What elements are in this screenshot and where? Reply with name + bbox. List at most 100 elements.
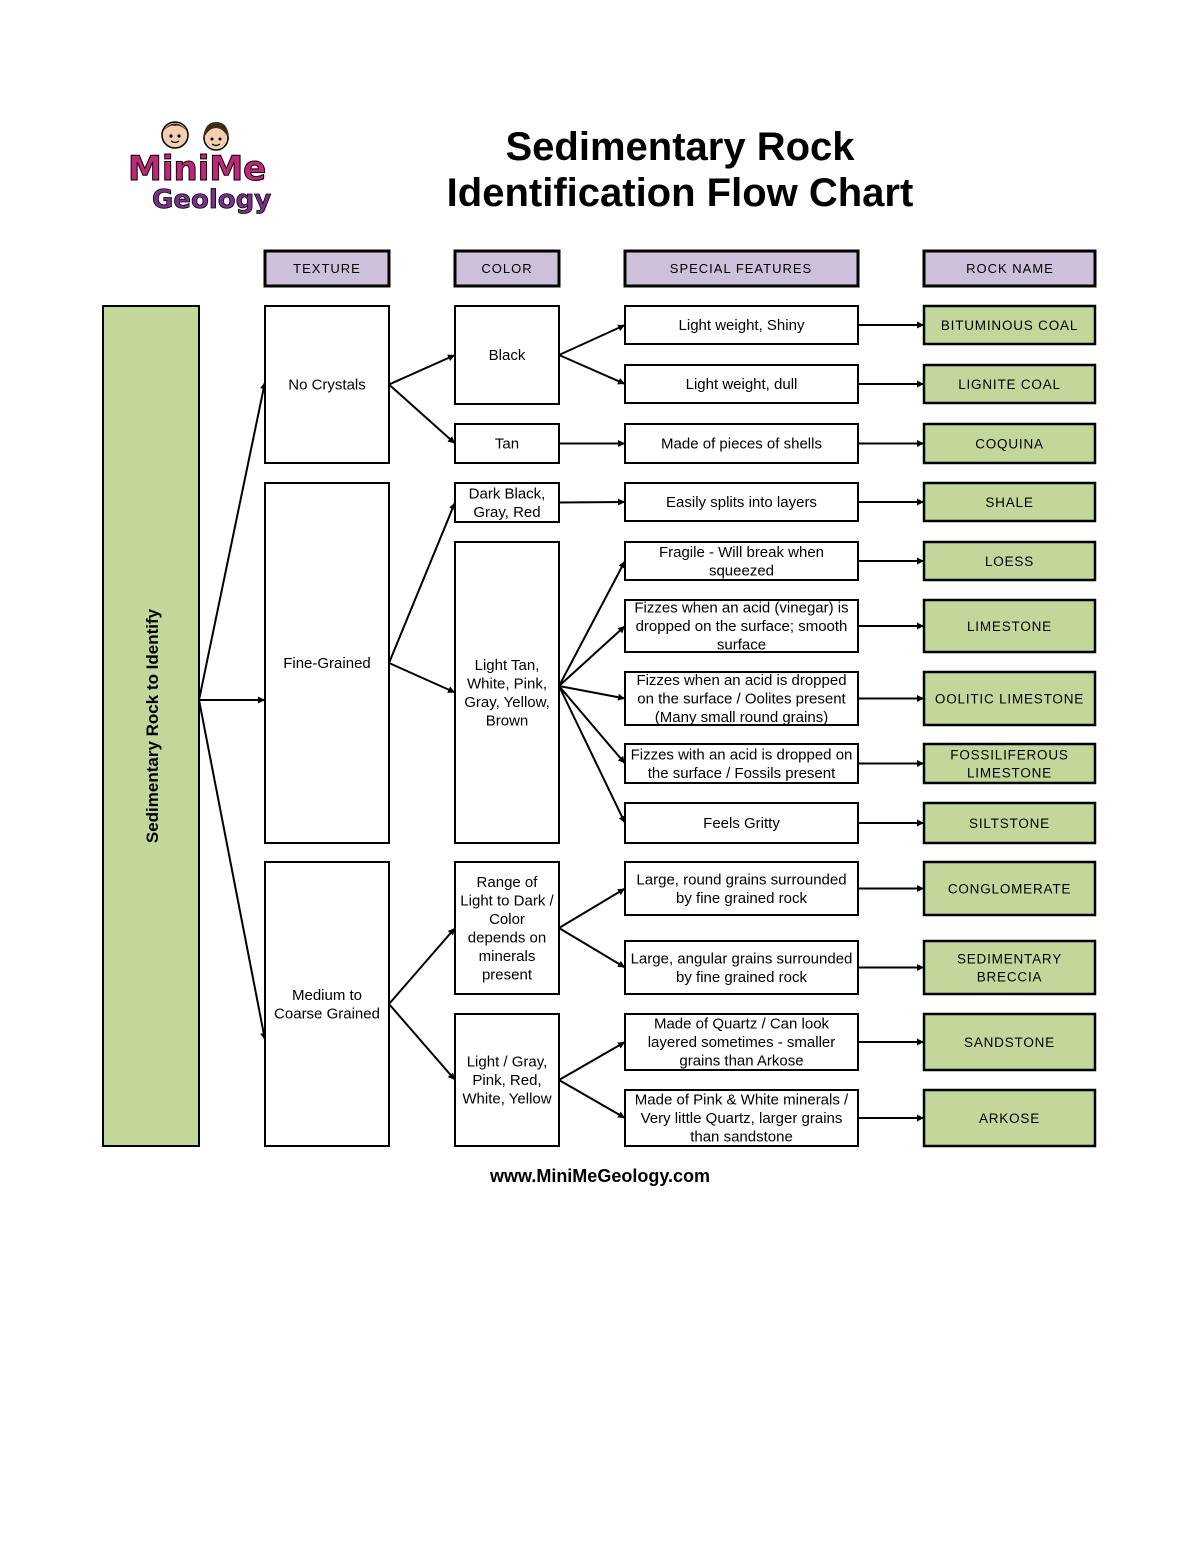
connector-arrow (388, 502, 456, 664)
rock-name-box-label: LIGNITE COAL (958, 377, 1061, 392)
feature-box (624, 743, 859, 784)
rock-name-box-label: LIMESTONE (967, 766, 1052, 781)
rock-name-box-label: FOSSILIFEROUS (950, 748, 1068, 763)
feature-box-label: Very little Quartz, larger grains (641, 1110, 843, 1127)
rock-name-box-label: OOLITIC LIMESTONE (935, 692, 1084, 707)
rock-name-box-label: CONGLOMERATE (948, 882, 1071, 897)
feature-box-label: Feels Gritty (703, 815, 780, 832)
header-special-features (623, 249, 860, 288)
feature-box (624, 364, 859, 404)
connector-arrow (558, 498, 626, 506)
connector-arrow (558, 1041, 626, 1081)
connector-arrow (388, 1003, 456, 1081)
connector-arrow (388, 927, 456, 1005)
feature-box (624, 940, 859, 995)
texture-box-label: Fine-Grained (283, 655, 371, 672)
feature-box (624, 671, 859, 726)
feature-box (624, 423, 859, 464)
feature-box-label: Made of Quartz / Can look (654, 1016, 830, 1033)
color-box-label: Color (489, 911, 525, 928)
color-box-label: Light / Gray, (467, 1054, 548, 1071)
rock-name-box-label: COQUINA (975, 437, 1044, 452)
page-title-line2: Identification Flow Chart (447, 171, 914, 215)
color-box-label: minerals (479, 948, 536, 965)
color-box-label: Light Tan, (475, 657, 540, 674)
connector-arrow (558, 927, 626, 969)
feature-box-label: (Many small round grains) (655, 709, 828, 726)
feature-box-label: on the surface / Oolites present (637, 691, 846, 708)
rock-name-box (922, 422, 1097, 465)
feature-box-label: Easily splits into layers (666, 494, 817, 511)
connector-arrow (198, 699, 268, 1041)
rock-name-box (922, 598, 1097, 654)
connectors (198, 321, 924, 1122)
feature-box-label: Large, angular grains surrounded (631, 950, 853, 967)
feature-box-label: Fragile - Will break when (659, 544, 824, 561)
feature-box-label: Made of pieces of shells (661, 436, 822, 453)
header-special-features-label: SPECIAL FEATURES (670, 261, 812, 276)
feature-box (624, 482, 859, 522)
header-color (453, 249, 561, 288)
rock-name-box (922, 939, 1097, 996)
feature-box-label: Fizzes when an acid (vinegar) is (634, 600, 848, 617)
header-texture (263, 249, 391, 288)
color-box (454, 861, 560, 995)
feature-box (624, 541, 859, 581)
feature-box-label: Made of Pink & White minerals / (635, 1092, 849, 1109)
feature-box-label: Fizzes with an acid is dropped on (631, 746, 853, 763)
connector-arrow (198, 381, 268, 701)
rock-name-box (922, 363, 1097, 405)
rock-name-box (922, 742, 1097, 785)
color-box-label: Tan (495, 436, 519, 453)
rock-name-box-label: BRECCIA (977, 970, 1043, 985)
color-box (454, 423, 560, 464)
feature-box-label: surface (717, 637, 766, 654)
color-box-label: Gray, Yellow, (464, 694, 550, 711)
texture-box (264, 482, 390, 844)
rock-name-box-label: BITUMINOUS COAL (941, 318, 1078, 333)
feature-box-label: dropped on the surface; smooth (636, 618, 848, 635)
connector-arrow (388, 354, 456, 386)
color-box-label: Pink, Red, (472, 1072, 541, 1089)
texture-box (264, 861, 390, 1147)
rock-name-box (922, 860, 1097, 917)
color-box-label: Black (489, 347, 526, 364)
feature-box (624, 305, 859, 345)
feature-box-label: Light weight, Shiny (679, 317, 805, 334)
kid-girl-icon (203, 122, 229, 151)
kid-boy-icon (161, 121, 189, 149)
rock-name-box (922, 1012, 1097, 1072)
color-box (454, 305, 560, 405)
rock-name-box-label: SEDIMENTARY (957, 952, 1062, 967)
color-box-label: Range of (477, 874, 539, 891)
footer-url: www.MiniMeGeology.com (489, 1166, 710, 1186)
feature-box-label: squeezed (709, 562, 774, 579)
logo: MiniMe Geology (128, 121, 272, 215)
connector-arrow (558, 685, 626, 824)
color-box-label: depends on (468, 929, 546, 946)
feature-box-label: Fizzes when an acid is dropped (636, 672, 846, 689)
feature-box (624, 1013, 859, 1071)
connector-arrow (558, 685, 626, 765)
rock-name-box-label: SILTSTONE (969, 816, 1050, 831)
logo-text-geology: Geology (152, 185, 271, 215)
color-box (454, 541, 560, 844)
color-box-label: Light to Dark / (460, 892, 554, 909)
feature-box (624, 1089, 859, 1147)
feature-box-label: Large, round grains surrounded (636, 871, 846, 888)
rock-name-box-label: LIMESTONE (967, 619, 1052, 634)
texture-box-label: Medium to (292, 987, 362, 1004)
connector-arrow (558, 560, 626, 687)
color-box (454, 1013, 560, 1147)
rock-name-box (922, 540, 1097, 582)
connector-arrow (558, 625, 626, 687)
rock-name-box-label: LOESS (985, 554, 1034, 569)
feature-box-label: layered sometimes - smaller (648, 1034, 836, 1051)
start-label: Sedimentary Rock to Identify (143, 608, 162, 843)
rock-name-box-label: SANDSTONE (964, 1035, 1055, 1050)
color-box-label: White, Yellow (462, 1091, 551, 1108)
rock-name-box-label: SHALE (985, 495, 1033, 510)
connector-arrow (558, 354, 626, 385)
